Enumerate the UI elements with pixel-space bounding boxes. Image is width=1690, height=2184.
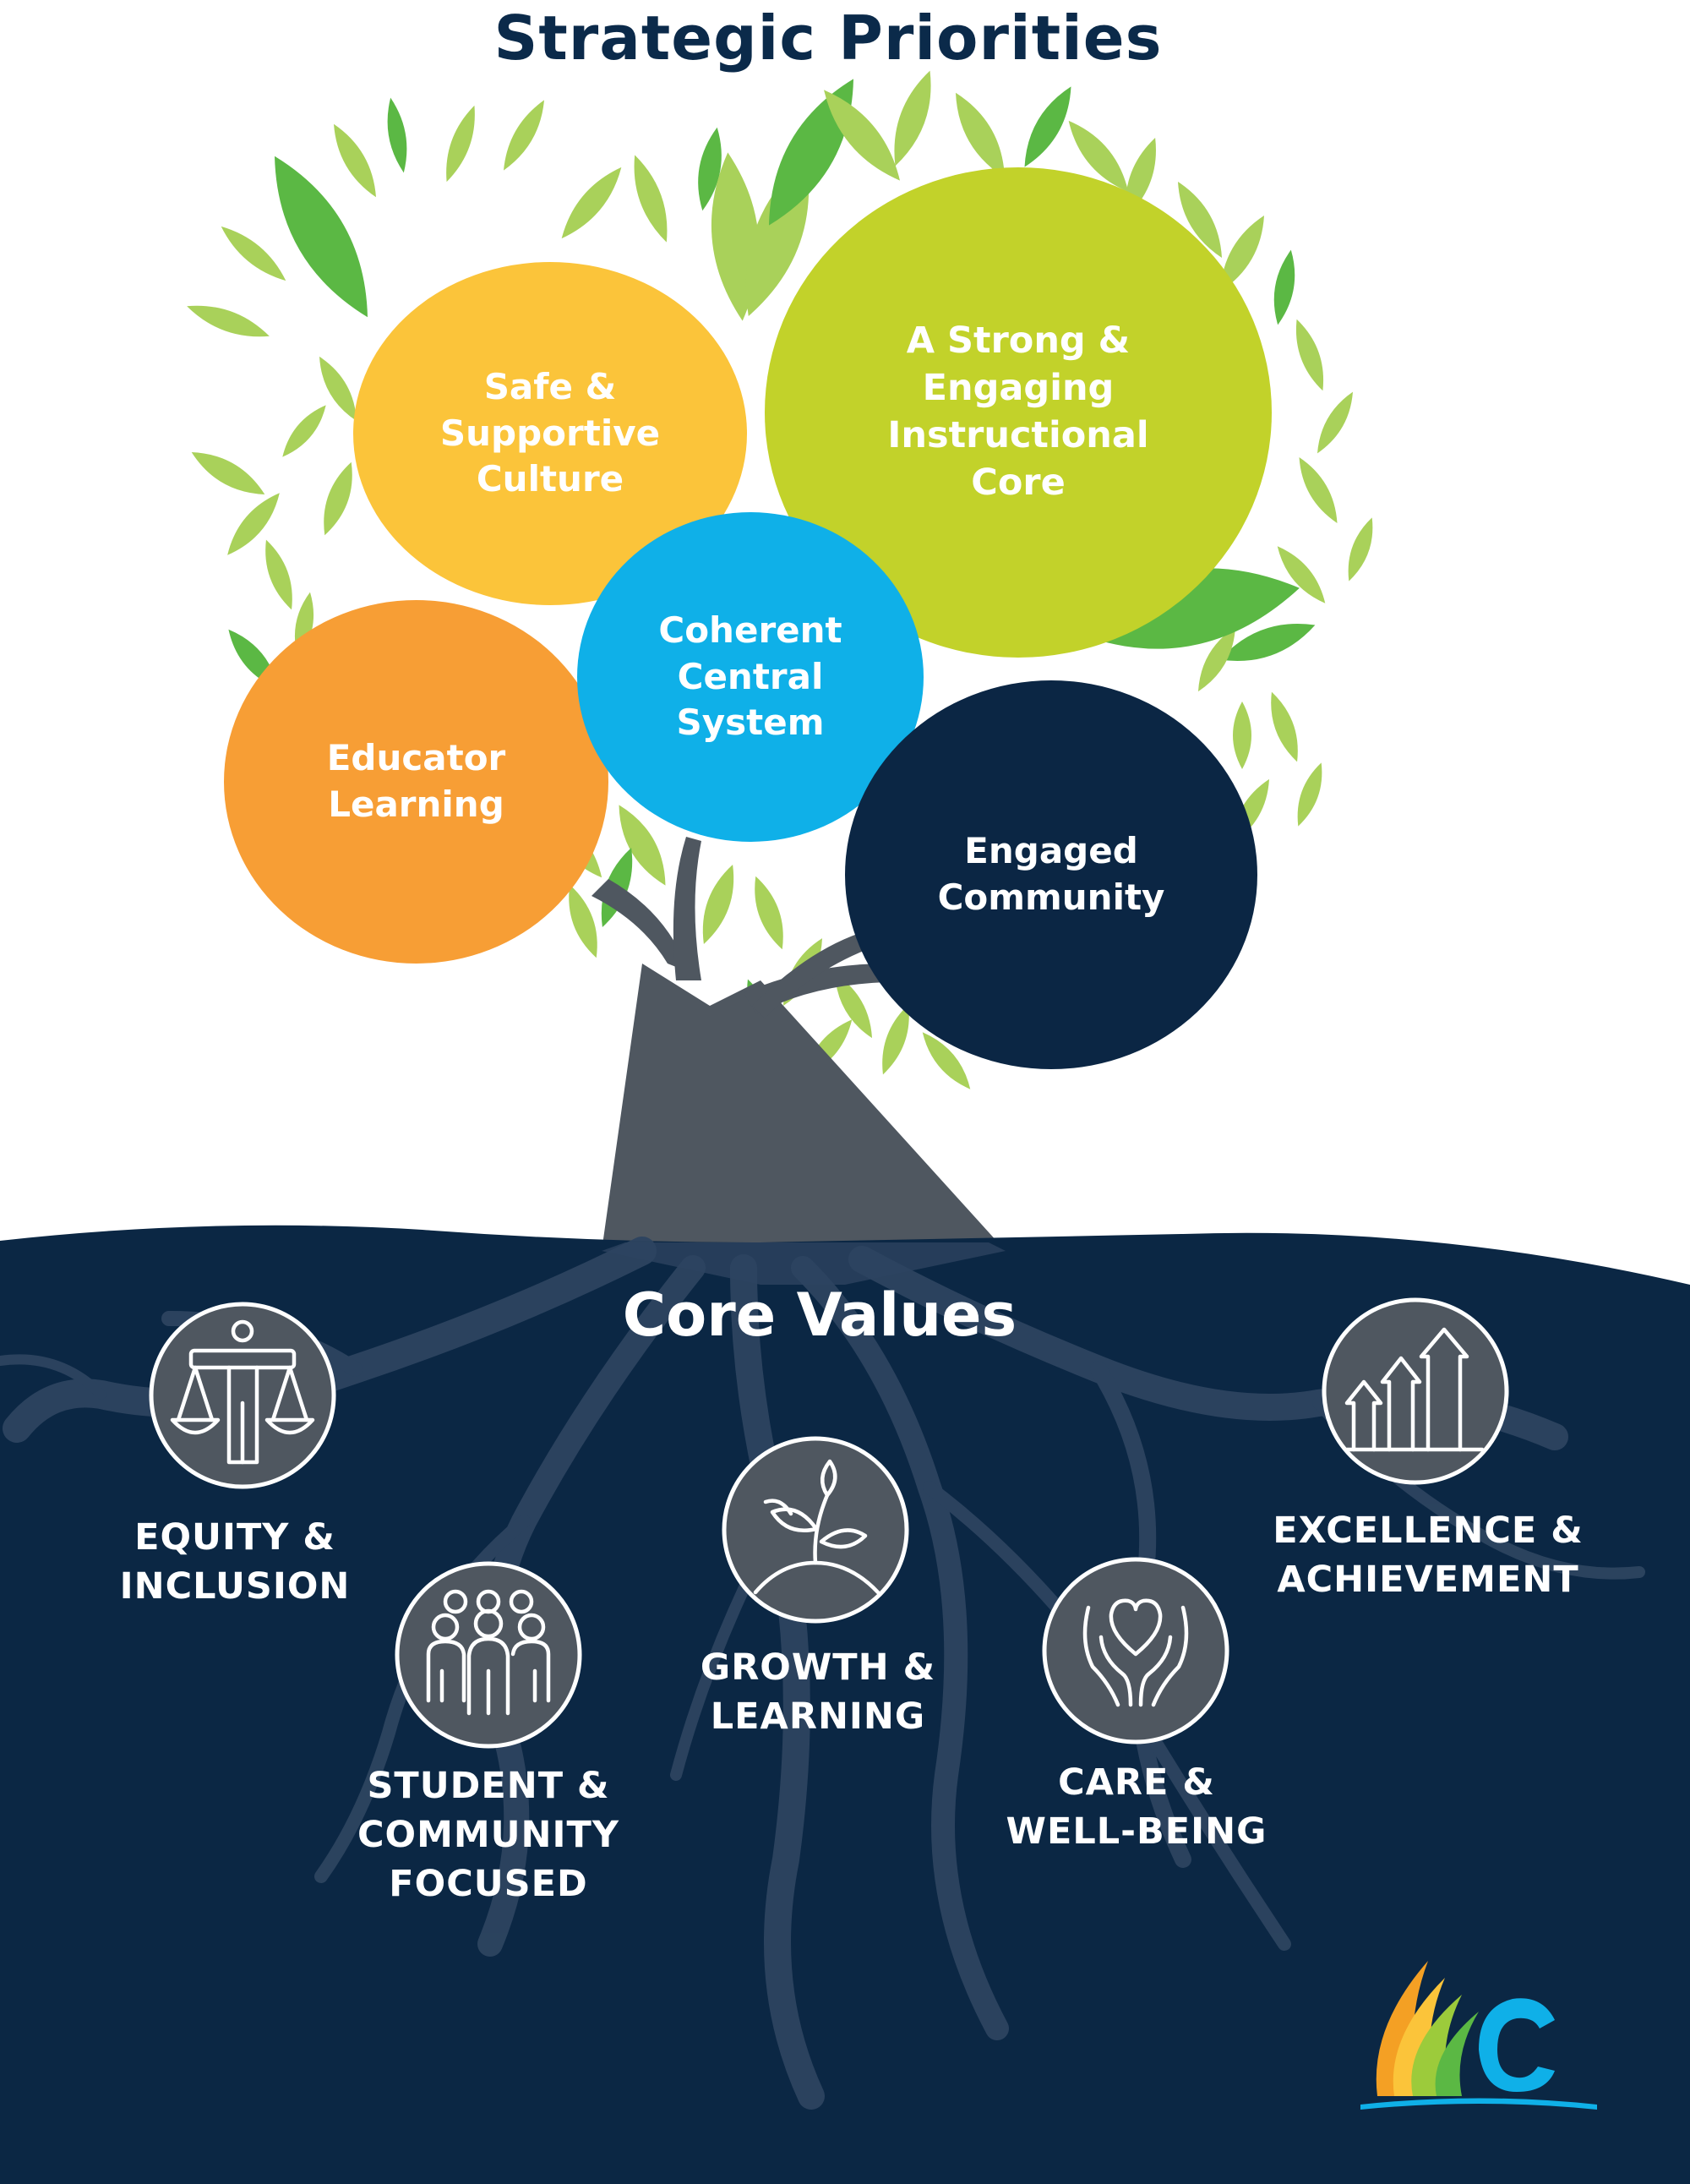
leaf xyxy=(1068,120,1129,193)
page-title: Strategic Priorities xyxy=(493,3,1163,74)
leaf xyxy=(922,1032,971,1089)
priority-label: A Strong & Engaging Instructional Core xyxy=(887,319,1149,504)
leaf xyxy=(1233,702,1251,769)
leaf xyxy=(387,97,407,173)
hands-heart-icon xyxy=(1042,1557,1229,1744)
leaf xyxy=(227,493,280,555)
growth-arrows-icon xyxy=(1322,1297,1509,1485)
people-icon xyxy=(395,1561,582,1749)
leaf xyxy=(1348,517,1373,581)
leaf xyxy=(698,127,722,211)
sprout-icon xyxy=(722,1436,909,1624)
leaf xyxy=(1271,691,1298,762)
leaf xyxy=(446,105,475,183)
leaf xyxy=(1178,181,1222,259)
leaf xyxy=(324,461,352,536)
district-logo xyxy=(1360,1961,1597,2110)
priority-label: Engaged Community xyxy=(937,830,1165,918)
priority-engaged-community: Engaged Community xyxy=(845,680,1257,1069)
leaf xyxy=(1295,319,1324,391)
core-value-student-community-focused: STUDENT & COMMUNITY FOCUSED xyxy=(357,1765,620,1905)
leaf xyxy=(956,92,1005,178)
leaf xyxy=(265,539,292,610)
leaf xyxy=(1297,762,1322,827)
leaf xyxy=(561,167,622,239)
priority-educator-learning: Educator Learning xyxy=(224,600,608,964)
leaf xyxy=(1317,391,1353,454)
leaf xyxy=(187,305,270,337)
leaf xyxy=(1299,457,1338,523)
leaf xyxy=(282,405,326,457)
leaf xyxy=(702,865,734,944)
leaf xyxy=(835,973,872,1039)
leaf xyxy=(824,90,900,181)
tree-trunk xyxy=(592,837,1006,1251)
leaf xyxy=(1277,546,1326,603)
leaf xyxy=(1219,623,1316,662)
leaf xyxy=(1220,215,1264,292)
leaf xyxy=(275,156,368,318)
leaf xyxy=(755,876,783,950)
priority-coherent-central-system: Coherent Central System xyxy=(577,512,924,842)
core-value-care-well-being: CARE & WELL-BEING xyxy=(1006,1761,1268,1853)
leaf xyxy=(894,70,931,167)
leaf xyxy=(221,226,286,281)
leaf xyxy=(191,452,265,494)
leaf xyxy=(504,100,544,171)
leaf xyxy=(1198,626,1235,692)
leaf xyxy=(769,79,853,226)
leaf xyxy=(569,884,597,958)
leaf xyxy=(334,123,376,198)
leaf xyxy=(634,155,668,243)
leaf xyxy=(619,805,666,886)
priority-label: Educator Learning xyxy=(326,737,506,825)
scales-icon xyxy=(149,1302,336,1489)
leaf xyxy=(882,1004,909,1075)
core-value-growth-learning: GROWTH & LEARNING xyxy=(700,1646,936,1738)
leaf xyxy=(1273,249,1295,325)
priority-label: Coherent Central System xyxy=(658,609,842,744)
priority-label: Safe & Supportive Culture xyxy=(439,366,661,500)
core-values-title: Core Values xyxy=(622,1280,1017,1350)
ground-area xyxy=(0,1225,1690,2184)
core-value-equity-inclusion: EQUITY & INCLUSION xyxy=(119,1516,351,1608)
leaf xyxy=(319,356,357,422)
leaf xyxy=(1024,86,1071,167)
core-value-excellence-achievement: EXCELLENCE & ACHIEVEMENT xyxy=(1273,1510,1584,1601)
